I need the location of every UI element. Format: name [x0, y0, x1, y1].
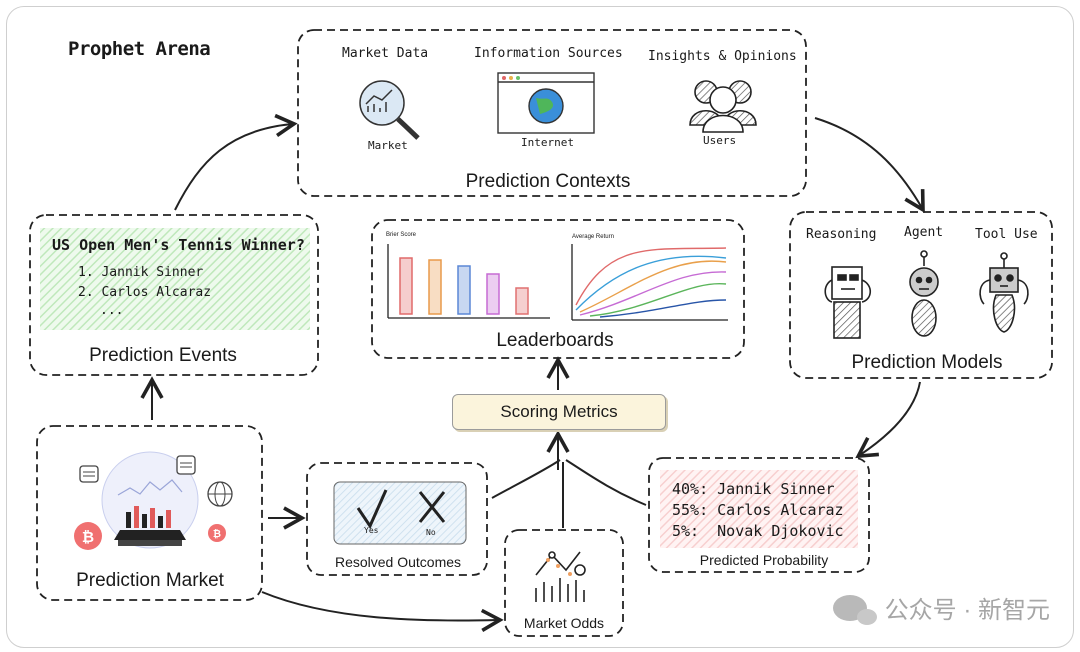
predicted-label: Predicted Probability [699, 552, 829, 568]
odds-dots [546, 558, 572, 576]
watermark-text: 公众号 · 新智元 [884, 597, 1050, 624]
odds-box [504, 529, 624, 637]
outcomes-card [333, 481, 467, 545]
prediction-market-illustration: ₿ ₿ [74, 451, 233, 550]
predicted-line-2: 55%: Carlos Alcaraz [672, 501, 844, 519]
svg-text:₿: ₿ [82, 529, 94, 546]
event-option-more: ... [100, 303, 124, 318]
return-curve-2 [575, 255, 727, 311]
predicted-box [648, 457, 870, 573]
brier-bar [457, 265, 471, 315]
predicted-hatch [660, 470, 858, 548]
return-curve-4 [579, 271, 727, 316]
market-data-illustration [359, 80, 420, 140]
curve-predicted-merge [565, 459, 647, 506]
context-caption-internet: Internet [521, 136, 574, 149]
outcomes-label: Resolved Outcomes [334, 554, 462, 570]
model-reasoning-label: Reasoning [806, 227, 877, 242]
context-caption-market: Market [368, 139, 408, 152]
market-odds-illustration [535, 551, 586, 602]
odds-label: Market Odds [523, 615, 605, 631]
outcomes-box [306, 462, 488, 576]
tooluse-robot [979, 252, 1029, 333]
brier-chart-title: Brier Score [386, 232, 417, 238]
return-chart-title: Average Return [572, 234, 614, 240]
event-option-1: 1. Jannik Sinner [78, 265, 204, 280]
model-agent-label: Agent [904, 225, 944, 240]
curve-outcomes-merge [491, 459, 561, 499]
context-caption-users: Users [703, 134, 737, 147]
context-heading-insights: Insights & Opinions [648, 49, 797, 64]
brier-bar [486, 273, 500, 315]
predicted-line-1: 40%: Jannik Sinner [672, 480, 835, 498]
market-box [36, 425, 263, 601]
brier-chart [387, 244, 550, 319]
model-tooluse-label: Tool Use [975, 227, 1038, 242]
arrow-contexts-to-models [814, 117, 925, 213]
brier-bar [399, 257, 413, 315]
outcome-no-label: No [426, 528, 436, 537]
arrow-models-to-predicted [855, 381, 921, 459]
scoring-metrics-label: Scoring Metrics [452, 394, 666, 430]
contexts-label: Prediction Contexts [465, 171, 631, 192]
svg-text:₿: ₿ [213, 528, 221, 540]
contexts-box [297, 29, 807, 197]
models-label: Prediction Models [851, 352, 1003, 373]
diagram-title: Prophet Arena [68, 38, 211, 60]
watermark: 公众号 · 新智元 [832, 590, 1050, 625]
return-chart [571, 244, 728, 321]
events-box [29, 214, 319, 376]
market-label: Prediction Market [76, 570, 224, 591]
events-label: Prediction Events [89, 345, 237, 366]
return-curve-6 [599, 299, 727, 318]
reasoning-robot [824, 266, 872, 339]
events-hatch [40, 228, 310, 330]
internet-illustration [497, 72, 595, 134]
brier-bar [515, 287, 529, 315]
wechat-icon [832, 594, 877, 625]
return-curve-3 [579, 260, 727, 313]
return-curves [575, 247, 727, 318]
arrow-market-to-odds [261, 591, 504, 632]
leaderboards-label: Leaderboards [496, 330, 614, 351]
agent-robot [909, 250, 939, 337]
predicted-line-3: 5%: Novak Djokovic [672, 522, 844, 540]
outcome-yes-label: Yes [364, 526, 379, 535]
context-heading-info-sources: Information Sources [474, 46, 623, 61]
users-illustration [689, 80, 757, 133]
event-option-2: 2. Carlos Alcaraz [78, 285, 212, 300]
arrow-events-to-contexts [174, 113, 298, 211]
context-heading-market-data: Market Data [342, 46, 429, 61]
return-curve-1 [575, 247, 727, 306]
models-box [789, 211, 1053, 379]
event-question: US Open Men's Tennis Winner? [52, 236, 305, 254]
return-curve-5 [589, 282, 727, 317]
brier-bars [399, 257, 529, 315]
brier-bar [428, 259, 442, 315]
